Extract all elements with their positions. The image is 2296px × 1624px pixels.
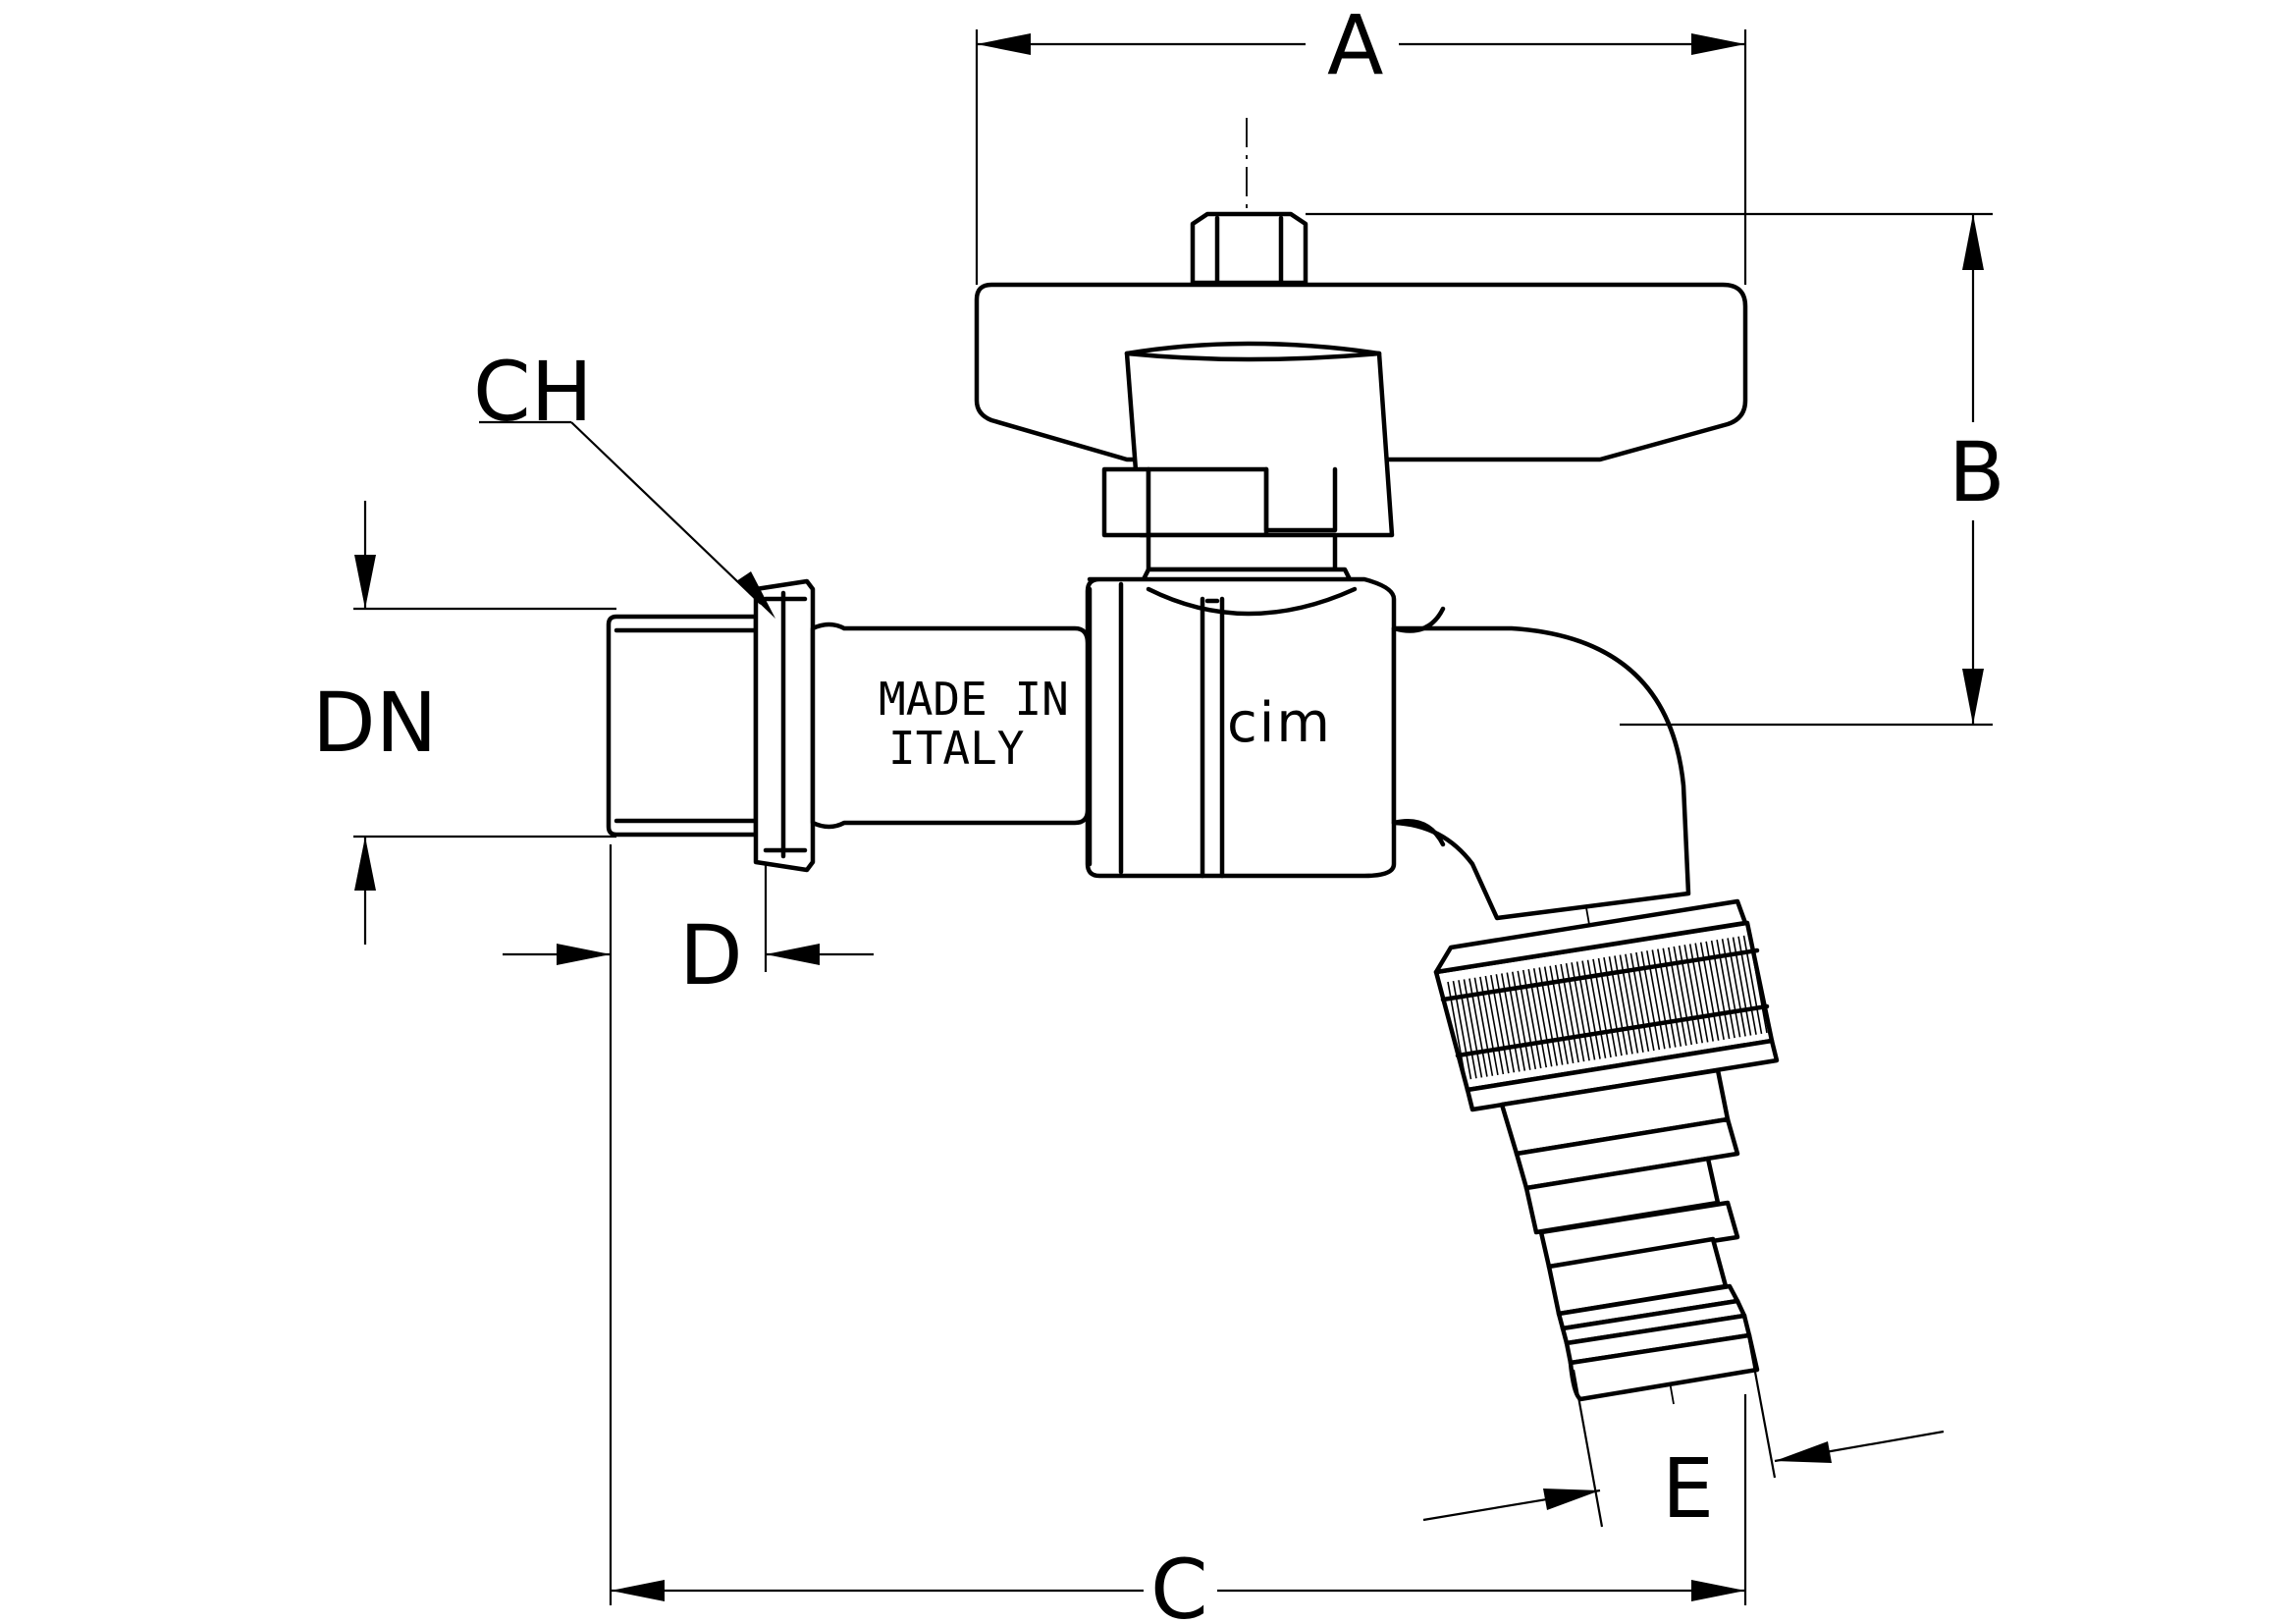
dimension-a-label: A — [1327, 0, 1383, 93]
dimension-c: C — [609, 844, 1747, 1624]
dimension-e: E — [1422, 1339, 1945, 1537]
inlet-connection: MADE IN ITALY — [606, 578, 1091, 873]
italy-marking: ITALY — [888, 722, 1024, 775]
dimension-c-label: C — [1150, 1542, 1208, 1624]
dimension-d-label: D — [679, 907, 743, 1003]
dimension-e-label: E — [1662, 1440, 1714, 1537]
made-in-marking: MADE IN — [879, 673, 1069, 726]
dimension-b-label: B — [1949, 424, 2005, 520]
dimension-a: A — [975, 0, 1747, 285]
handle — [974, 211, 1748, 572]
dimension-dn: DN — [312, 501, 616, 945]
dimension-b: B — [1306, 212, 2005, 727]
dimension-ch: CH — [473, 344, 775, 619]
hose-connector — [1499, 1067, 1760, 1402]
spout — [1391, 606, 1691, 921]
knurled-nut — [1433, 898, 1780, 1112]
valve-body — [1085, 567, 1397, 879]
dimension-d: D — [503, 864, 874, 1003]
dimension-dn-label: DN — [312, 675, 438, 771]
brand-logo: cim — [1227, 691, 1332, 755]
dimension-ch-label: CH — [473, 344, 593, 440]
